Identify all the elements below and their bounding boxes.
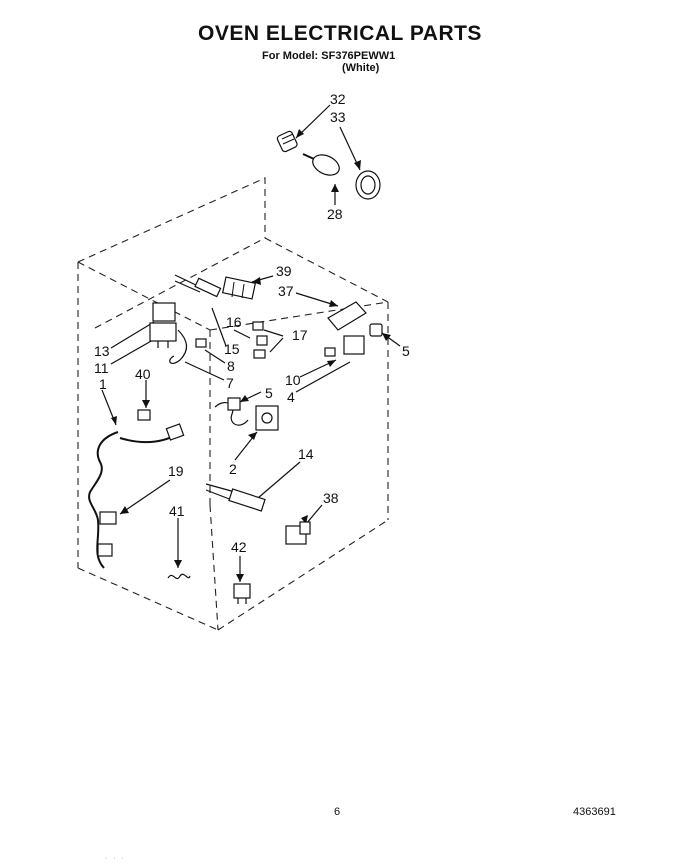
limit-switch-icon xyxy=(149,302,177,348)
callout-41: 41 xyxy=(169,503,185,519)
callout-38: 38 xyxy=(323,490,339,506)
small-terminal-icon xyxy=(195,321,268,359)
light-bulb-icon xyxy=(302,153,340,176)
scan-marks: · · · xyxy=(105,855,126,862)
callout-17: 17 xyxy=(292,327,308,343)
callout-15: 15 xyxy=(224,341,240,357)
page-title: OVEN ELECTRICAL PARTS xyxy=(198,22,482,45)
callout-4: 4 xyxy=(287,389,295,405)
rotary-control-icon xyxy=(255,405,279,431)
callout-40: 40 xyxy=(135,366,151,382)
indicator-light-icon xyxy=(369,323,383,337)
callout-39: 39 xyxy=(276,263,292,279)
callout-10: 10 xyxy=(285,372,301,388)
callout-8: 8 xyxy=(227,358,235,374)
color-line: (White) xyxy=(342,62,380,74)
oven-light-assembly xyxy=(276,130,381,200)
callout-11: 11 xyxy=(94,360,109,376)
thermal-fuse-wire-icon xyxy=(174,274,222,298)
harness-clip-icon xyxy=(169,329,188,364)
callout-42: 42 xyxy=(231,539,247,555)
receptacle-icon xyxy=(285,521,311,545)
upper-components xyxy=(149,274,383,364)
thermostat-coil-icon xyxy=(214,397,249,426)
mount-bracket-icon xyxy=(233,583,251,604)
callout-1: 1 xyxy=(99,376,107,392)
callout-2: 2 xyxy=(229,461,237,477)
spring-clip-icon xyxy=(167,573,191,580)
callout-28: 28 xyxy=(327,206,343,222)
lower-components xyxy=(88,397,311,604)
callout-32: 32 xyxy=(330,91,346,107)
power-cord-icon xyxy=(88,423,185,569)
callout-14: 14 xyxy=(298,446,314,462)
document-number: 4363691 xyxy=(573,806,616,818)
fuse-holder-icon xyxy=(205,483,266,512)
clip-icon xyxy=(137,409,151,421)
page-number: 6 xyxy=(334,806,341,818)
leader-arrowheads xyxy=(111,129,391,582)
model-line: For Model: SF376PEWW1 xyxy=(262,50,396,62)
callout-5-lower: 5 xyxy=(265,385,273,401)
callout-37: 37 xyxy=(278,283,294,299)
callout-7: 7 xyxy=(226,375,234,391)
callout-numbers: 32 33 28 39 37 16 17 13 15 11 8 40 7 5 1… xyxy=(94,91,410,555)
callout-16: 16 xyxy=(226,314,242,330)
light-lens-icon xyxy=(355,170,381,200)
callout-33: 33 xyxy=(330,109,346,125)
selector-switch-icon xyxy=(324,335,365,357)
callout-19: 19 xyxy=(168,463,184,479)
callout-13: 13 xyxy=(94,343,110,359)
terminal-block-icon xyxy=(221,276,257,300)
callout-5-upper: 5 xyxy=(402,343,410,359)
light-socket-icon xyxy=(276,130,298,153)
bracket-plate-icon xyxy=(327,301,367,331)
